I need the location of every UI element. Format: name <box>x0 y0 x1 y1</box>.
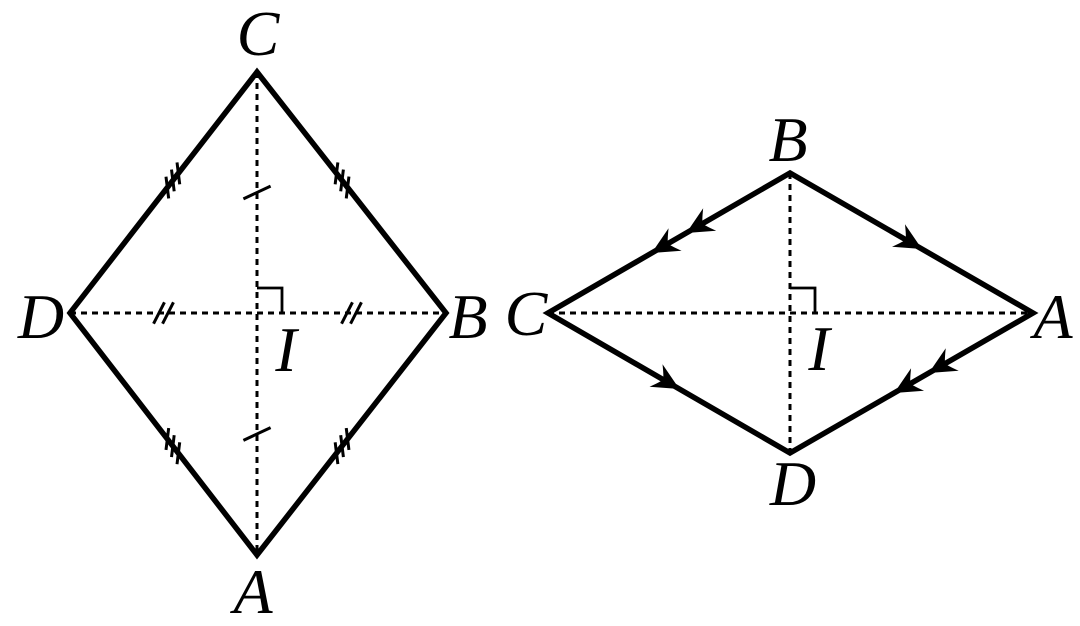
side-arrow-mark-AD <box>894 368 925 393</box>
diagonal-tick-mark <box>161 301 175 325</box>
side-tick-mark-CB <box>333 162 340 185</box>
side-tick-mark-DC <box>164 176 171 199</box>
figure-left-kite: C B A D I <box>17 0 488 626</box>
right-angle-marker <box>790 286 817 313</box>
right-angle-marker <box>257 286 284 313</box>
diagonal-tick-mark <box>242 426 272 442</box>
side-arrow-mark-BA <box>892 224 922 249</box>
vertex-label-C: C <box>505 278 549 349</box>
vertex-label-D: D <box>17 281 64 352</box>
diagonal-tick-mark <box>340 301 354 325</box>
vertex-label-B: B <box>448 281 487 352</box>
vertex-label-A: A <box>229 556 273 626</box>
vertex-label-B: B <box>768 104 807 175</box>
side-arrow-mark-CD <box>649 364 680 390</box>
outline-right-rhombus <box>542 169 1039 457</box>
vertex-label-A: A <box>1029 281 1073 352</box>
outline-left-kite <box>66 67 450 560</box>
side-tick-mark-CB <box>339 169 345 192</box>
diagonal-tick-mark <box>152 301 166 325</box>
side-tick-mark-AD <box>175 442 182 465</box>
side-tick-mark-BA <box>333 442 340 465</box>
side-arrow-mark-BC <box>686 208 717 233</box>
figure-right-rhombus: B A D C I <box>505 104 1074 519</box>
side-arrow-mark-BC <box>651 228 682 254</box>
side-tick-mark-DC <box>170 169 176 192</box>
side-tick-mark-BA <box>344 427 351 451</box>
side-arrow-mark-AD <box>928 348 959 374</box>
center-label-I: I <box>274 314 299 385</box>
side-tick-mark-AD <box>170 434 176 458</box>
diagonal-tick-mark <box>242 184 272 201</box>
diagonal-tick-mark <box>349 301 363 325</box>
side-tick-mark-DC <box>175 162 182 185</box>
vertex-label-C: C <box>237 0 281 69</box>
center-label-I: I <box>807 313 832 384</box>
side-tick-mark-AD <box>164 427 171 451</box>
side-tick-mark-BA <box>339 434 345 458</box>
side-tick-mark-CB <box>344 176 351 199</box>
vertex-label-D: D <box>769 448 816 519</box>
